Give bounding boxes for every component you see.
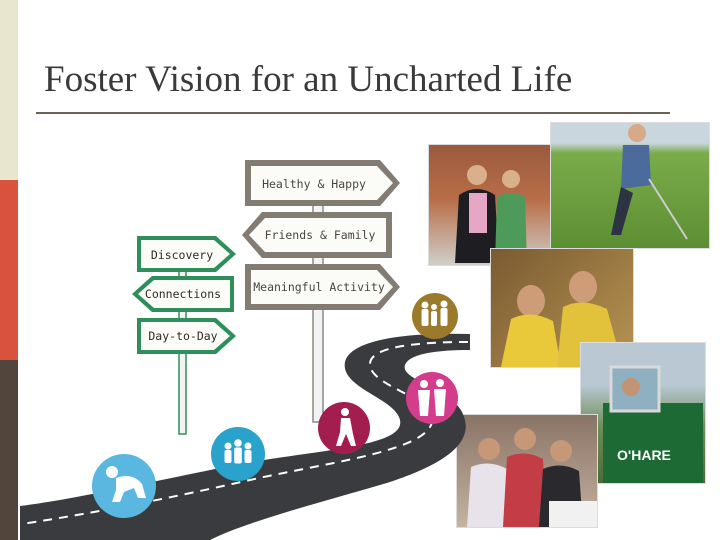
photo-truck-driver: O'HARE: [580, 342, 706, 484]
accent-strip-bottom: [0, 360, 18, 540]
slide-title: Foster Vision for an Uncharted Life: [44, 59, 573, 100]
family-group-icon: [412, 293, 458, 339]
crawling-baby-icon: [92, 454, 156, 518]
sign-label-discovery: Discovery: [151, 248, 213, 262]
sign-connections: [132, 276, 234, 312]
photo-friends-walking: [428, 144, 552, 266]
sign-label-connections: Connections: [145, 287, 221, 301]
photo-group-friends: [456, 414, 598, 528]
signpost-right: [242, 160, 400, 423]
sign-meaningful-activity: [245, 264, 400, 310]
photo-couple-figures: [501, 271, 623, 367]
walking-person-icon: [318, 402, 370, 454]
couple-icon: [406, 372, 458, 424]
signpost-left: [132, 236, 236, 435]
photo-golfer-figure: [611, 124, 688, 240]
sign-healthy-happy: [245, 160, 400, 206]
road-center-line: [21, 341, 469, 525]
truck-brand-label: O'HARE: [617, 447, 671, 463]
accent-strip-middle: [0, 180, 18, 360]
group-icon: [211, 427, 265, 481]
sign-label-meaningful-activity: Meaningful Activity: [253, 280, 385, 294]
photo-friends-walking-figures: [455, 165, 527, 263]
photo-golfer: [550, 122, 710, 249]
sign-day-to-day: [137, 318, 236, 354]
title-divider: [36, 112, 670, 114]
sign-discovery: [137, 236, 236, 272]
accent-strip-top: [0, 0, 18, 180]
sign-label-friends-family: Friends & Family: [265, 228, 376, 242]
photo-group-friends-figures: [467, 428, 597, 527]
photo-truck-body: [603, 365, 703, 483]
sign-label-day-to-day: Day-to-Day: [148, 329, 217, 343]
sign-friends-family: [242, 212, 392, 258]
sign-label-healthy-happy: Healthy & Happy: [262, 177, 366, 191]
